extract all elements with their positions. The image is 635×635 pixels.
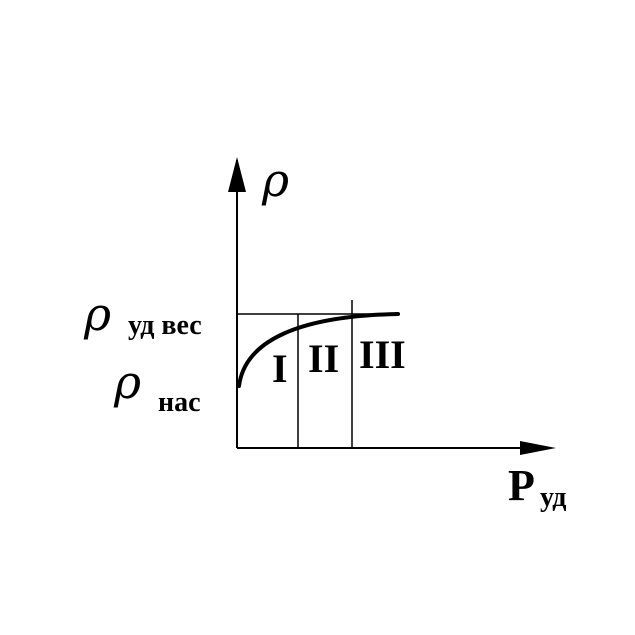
resistivity-curve [237,312,400,388]
region-label-2: II [308,336,339,381]
region-label-3: III [359,332,406,377]
upper-level-symbol: ρ [83,287,111,341]
region-label-1: I [272,346,288,391]
upper-level-subscript: уд вес [128,310,202,341]
lower-level-symbol: ρ [113,355,141,409]
y-axis-symbol: ρ [261,153,289,207]
x-axis-arrowhead [520,441,556,455]
x-axis-subscript: уд [540,482,566,513]
lower-level-subscript: нас [158,387,201,418]
y-axis-arrowhead [228,157,246,192]
x-axis-label: P [508,461,535,510]
